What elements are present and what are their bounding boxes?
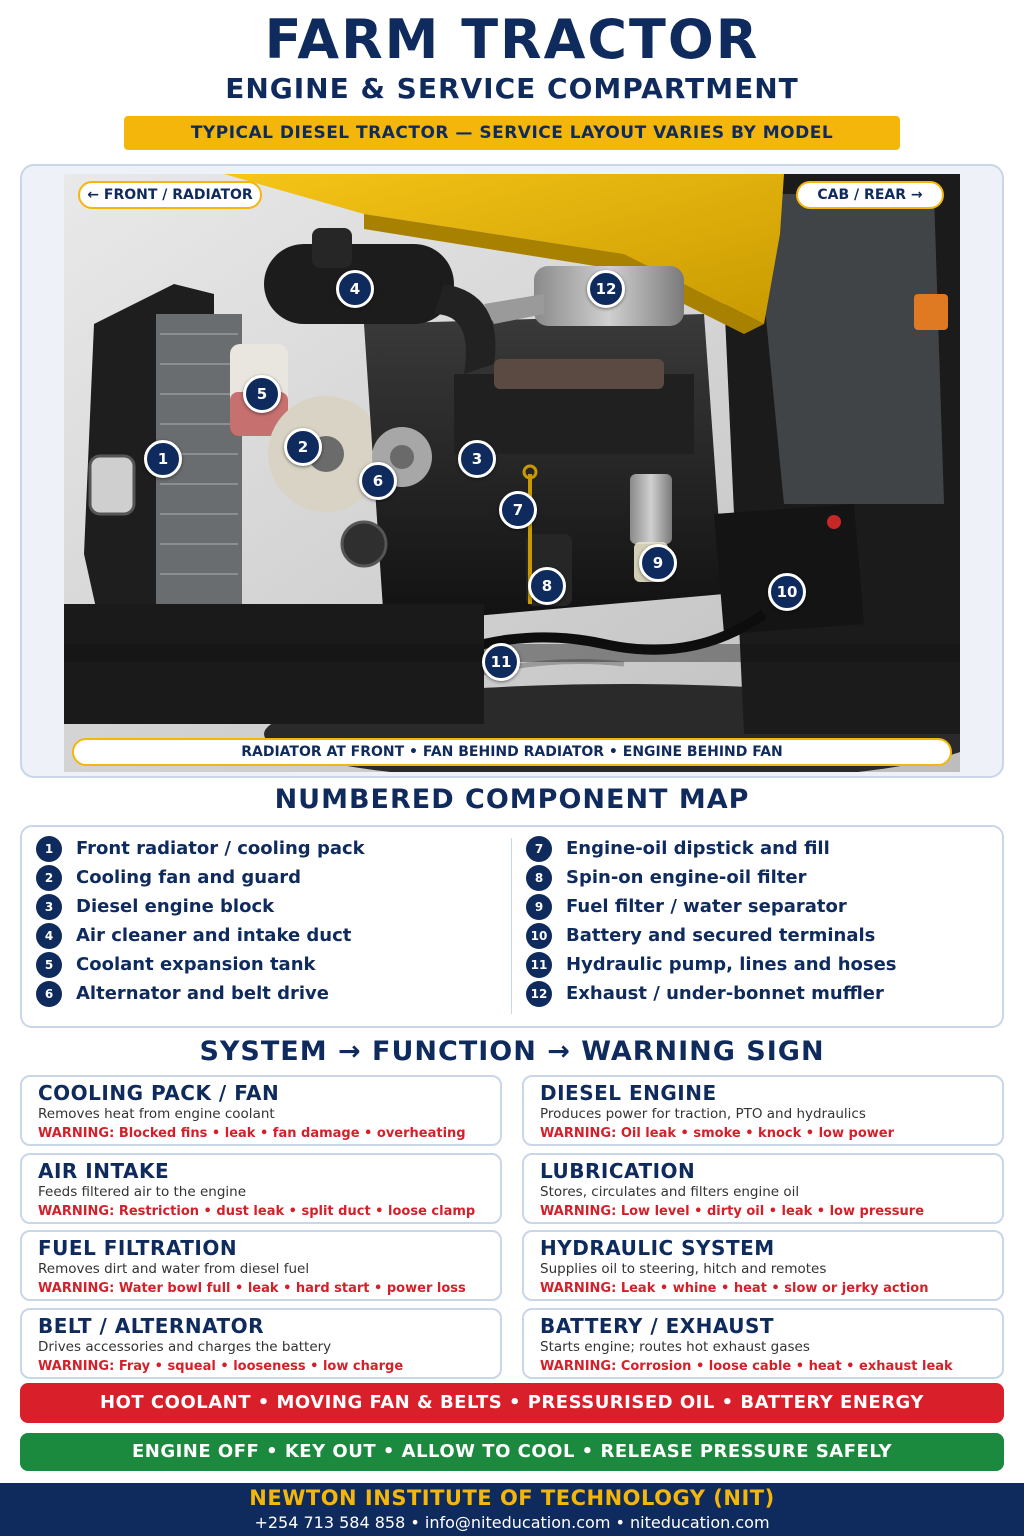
card-title: FUEL FILTRATION — [38, 1236, 238, 1260]
system-card-battery: BATTERY / EXHAUST Starts engine; routes … — [522, 1308, 1004, 1379]
safety-procedure-bar: ENGINE OFF • KEY OUT • ALLOW TO COOL • R… — [20, 1433, 1004, 1471]
page-subtitle: ENGINE & SERVICE COMPARTMENT — [225, 72, 799, 105]
system-function-heading: SYSTEM → FUNCTION → WARNING SIGN — [199, 1036, 825, 1067]
component-item: 11 Hydraulic pump, lines and hoses — [526, 950, 897, 979]
card-title: BELT / ALTERNATOR — [38, 1314, 265, 1338]
card-title: LUBRICATION — [540, 1159, 696, 1183]
system-card-fuel: FUEL FILTRATION Removes dirt and water f… — [20, 1230, 502, 1301]
card-description: Produces power for traction, PTO and hyd… — [540, 1106, 866, 1122]
system-card-engine: DIESEL ENGINE Produces power for tractio… — [522, 1075, 1004, 1146]
system-card-belt: BELT / ALTERNATOR Drives accessories and… — [20, 1308, 502, 1379]
component-label: Engine-oil dipstick and fill — [566, 838, 830, 859]
card-warning: WARNING: Water bowl full • leak • hard s… — [38, 1281, 466, 1296]
system-card-hydraulic: HYDRAULIC SYSTEM Supplies oil to steerin… — [522, 1230, 1004, 1301]
card-warning: WARNING: Blocked fins • leak • fan damag… — [38, 1126, 466, 1141]
marker-12: 12 — [587, 270, 625, 308]
card-title: HYDRAULIC SYSTEM — [540, 1236, 775, 1260]
engine-photo — [64, 174, 960, 772]
component-item: 1 Front radiator / cooling pack — [36, 834, 365, 863]
card-description: Starts engine; routes hot exhaust gases — [540, 1339, 810, 1355]
component-label: Cooling fan and guard — [76, 867, 302, 888]
component-label: Front radiator / cooling pack — [76, 838, 365, 859]
card-description: Feeds filtered air to the engine — [38, 1184, 247, 1200]
number-badge: 2 — [36, 864, 62, 891]
marker-9: 9 — [639, 544, 677, 582]
number-badge: 6 — [36, 980, 62, 1007]
card-description: Supplies oil to steering, hitch and remo… — [540, 1261, 827, 1277]
component-item: 8 Spin-on engine-oil filter — [526, 863, 897, 892]
footer: NEWTON INSTITUTE OF TECHNOLOGY (NIT) +25… — [0, 1483, 1024, 1536]
hazard-bar: HOT COOLANT • MOVING FAN & BELTS • PRESS… — [20, 1383, 1004, 1423]
marker-3: 3 — [458, 440, 496, 478]
component-map-heading: NUMBERED COMPONENT MAP — [274, 784, 750, 815]
front-direction-label: ← FRONT / RADIATOR — [78, 181, 262, 209]
number-badge: 12 — [526, 980, 552, 1007]
card-description: Removes dirt and water from diesel fuel — [38, 1261, 310, 1277]
marker-11: 11 — [482, 643, 520, 681]
card-warning: WARNING: Corrosion • loose cable • heat … — [540, 1359, 953, 1374]
card-title: DIESEL ENGINE — [540, 1081, 717, 1105]
marker-4: 4 — [336, 270, 374, 308]
number-badge: 9 — [526, 893, 552, 920]
number-badge: 3 — [36, 893, 62, 920]
card-description: Drives accessories and charges the batte… — [38, 1339, 332, 1355]
component-item: 7 Engine-oil dipstick and fill — [526, 834, 897, 863]
component-item: 12 Exhaust / under-bonnet muffler — [526, 979, 897, 1008]
card-warning: WARNING: Restriction • dust leak • split… — [38, 1204, 476, 1219]
number-badge: 7 — [526, 835, 552, 862]
component-map-left-column: 1 Front radiator / cooling pack 2 Cooling … — [36, 834, 365, 1008]
component-item: 5 Coolant expansion tank — [36, 950, 365, 979]
component-item: 3 Diesel engine block — [36, 892, 365, 921]
marker-10: 10 — [768, 573, 806, 611]
card-description: Removes heat from engine coolant — [38, 1106, 275, 1122]
footer-organization: NEWTON INSTITUTE OF TECHNOLOGY (NIT) — [249, 1486, 775, 1510]
component-item: 6 Alternator and belt drive — [36, 979, 365, 1008]
card-description: Stores, circulates and filters engine oi… — [540, 1184, 800, 1200]
component-label: Hydraulic pump, lines and hoses — [566, 954, 897, 975]
component-item: 9 Fuel filter / water separator — [526, 892, 897, 921]
number-badge: 5 — [36, 951, 62, 978]
component-label: Diesel engine block — [76, 896, 275, 917]
page-title: FARM TRACTOR — [264, 8, 760, 71]
footer-contact: +254 713 584 858 • info@niteducation.com… — [254, 1513, 770, 1532]
component-label: Battery and secured terminals — [566, 925, 876, 946]
card-warning: WARNING: Leak • whine • heat • slow or j… — [540, 1281, 929, 1296]
rear-direction-label: CAB / REAR → — [796, 181, 944, 209]
component-label: Spin-on engine-oil filter — [566, 867, 807, 888]
photo-caption: RADIATOR AT FRONT • FAN BEHIND RADIATOR … — [72, 738, 952, 766]
component-map-right-column: 7 Engine-oil dipstick and fill 8 Spin-on e… — [526, 834, 897, 1008]
engine-illustration — [64, 174, 960, 772]
marker-1: 1 — [144, 440, 182, 478]
component-label: Alternator and belt drive — [76, 983, 329, 1004]
number-badge: 10 — [526, 922, 552, 949]
component-map-box — [20, 825, 1004, 1028]
marker-5: 5 — [243, 375, 281, 413]
component-item: 2 Cooling fan and guard — [36, 863, 365, 892]
component-map-divider — [511, 838, 512, 1014]
number-badge: 11 — [526, 951, 552, 978]
marker-7: 7 — [499, 491, 537, 529]
system-card-cooling: COOLING PACK / FAN Removes heat from eng… — [20, 1075, 502, 1146]
number-badge: 4 — [36, 922, 62, 949]
system-card-lubrication: LUBRICATION Stores, circulates and filte… — [522, 1153, 1004, 1224]
marker-2: 2 — [284, 428, 322, 466]
component-label: Air cleaner and intake duct — [76, 925, 352, 946]
component-label: Fuel filter / water separator — [566, 896, 847, 917]
system-card-air-intake: AIR INTAKE Feeds filtered air to the eng… — [20, 1153, 502, 1224]
layout-note-banner: TYPICAL DIESEL TRACTOR — SERVICE LAYOUT … — [124, 116, 900, 150]
component-label: Coolant expansion tank — [76, 954, 316, 975]
card-title: COOLING PACK / FAN — [38, 1081, 280, 1105]
number-badge: 8 — [526, 864, 552, 891]
card-title: AIR INTAKE — [38, 1159, 170, 1183]
component-label: Exhaust / under-bonnet muffler — [566, 983, 884, 1004]
marker-8: 8 — [528, 567, 566, 605]
number-badge: 1 — [36, 835, 62, 862]
marker-6: 6 — [359, 462, 397, 500]
card-warning: WARNING: Fray • squeal • looseness • low… — [38, 1359, 404, 1374]
card-warning: WARNING: Low level • dirty oil • leak • … — [540, 1204, 925, 1219]
component-item: 4 Air cleaner and intake duct — [36, 921, 365, 950]
card-warning: WARNING: Oil leak • smoke • knock • low … — [540, 1126, 894, 1141]
component-item: 10 Battery and secured terminals — [526, 921, 897, 950]
card-title: BATTERY / EXHAUST — [540, 1314, 775, 1338]
